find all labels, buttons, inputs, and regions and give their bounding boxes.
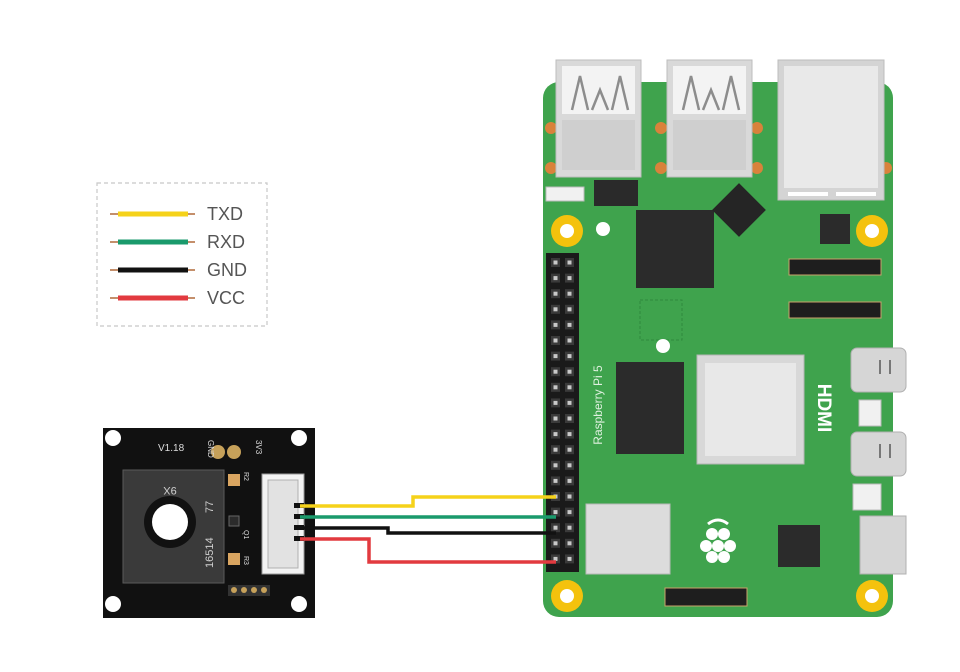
pad-gnd-label: GND [206, 440, 215, 458]
csi-connector [788, 258, 882, 276]
soc-chip [636, 210, 714, 288]
pi-mount-holes [551, 215, 888, 612]
wire-vcc [300, 537, 556, 564]
test-point [656, 339, 670, 353]
chip-code: 9X [163, 484, 177, 496]
pin-row [228, 585, 270, 596]
legend-items: TXD RXD GND VCC [110, 204, 247, 308]
pi-pcb [543, 82, 893, 617]
battery-connector [852, 483, 882, 511]
mount-hole [291, 430, 307, 446]
hdmi-label: HDMI [813, 384, 834, 433]
legend-label: TXD [207, 204, 243, 224]
uart-connector [858, 399, 882, 427]
test-point [596, 222, 610, 236]
raspberry-pi-board: HDMI Raspberry Pi 5 [543, 59, 907, 617]
mount-hole [291, 596, 307, 612]
wifi-chip [778, 525, 820, 567]
fan-connector [545, 186, 585, 202]
usb-solder-pads [545, 122, 892, 174]
fpc-connector [664, 587, 748, 607]
version-label: V1.18 [158, 443, 185, 454]
solder-pad [227, 445, 241, 459]
mount-hole [105, 596, 121, 612]
legend-frame [96, 182, 268, 327]
legend-label: VCC [207, 288, 245, 308]
rtc-chip [594, 180, 638, 206]
q1-label: Q1 [242, 530, 249, 539]
wires [300, 495, 556, 564]
pi-model-label: Raspberry Pi 5 [591, 365, 605, 445]
sensor-module: V1.18 GND 3V3 9X 16514 77 R2 Q1 R3 [103, 428, 315, 618]
legend-label: RXD [207, 232, 245, 252]
micro-hdmi-port [850, 431, 907, 477]
resistor [228, 553, 240, 565]
resistor [228, 474, 240, 486]
r3-label: R3 [242, 556, 249, 565]
usb-c-power-port [859, 515, 907, 575]
wire-txd [300, 495, 556, 508]
jumper-header [820, 214, 850, 244]
gpio-header [546, 253, 579, 572]
pad-3v3-label: 3V3 [254, 440, 263, 455]
sensor-lens [152, 504, 188, 540]
dsi-connector [788, 301, 882, 319]
usb-port [555, 59, 642, 178]
wire-gnd [300, 526, 556, 535]
legend: TXD RXD GND VCC [96, 182, 268, 327]
transistor [228, 515, 240, 527]
chip-id: 16514 [204, 537, 216, 568]
solder-pad [211, 445, 225, 459]
legend-label: GND [207, 260, 247, 280]
r2-label: R2 [242, 472, 249, 481]
pcie-connector [585, 503, 671, 575]
ethernet-port [777, 59, 885, 201]
chip-num: 77 [204, 501, 216, 513]
usb-port [666, 59, 753, 178]
mount-hole [105, 430, 121, 446]
jst-pins [294, 503, 304, 541]
ram-chip [616, 362, 684, 454]
micro-hdmi-port [850, 347, 907, 393]
raspberry-logo-icon [700, 518, 736, 563]
